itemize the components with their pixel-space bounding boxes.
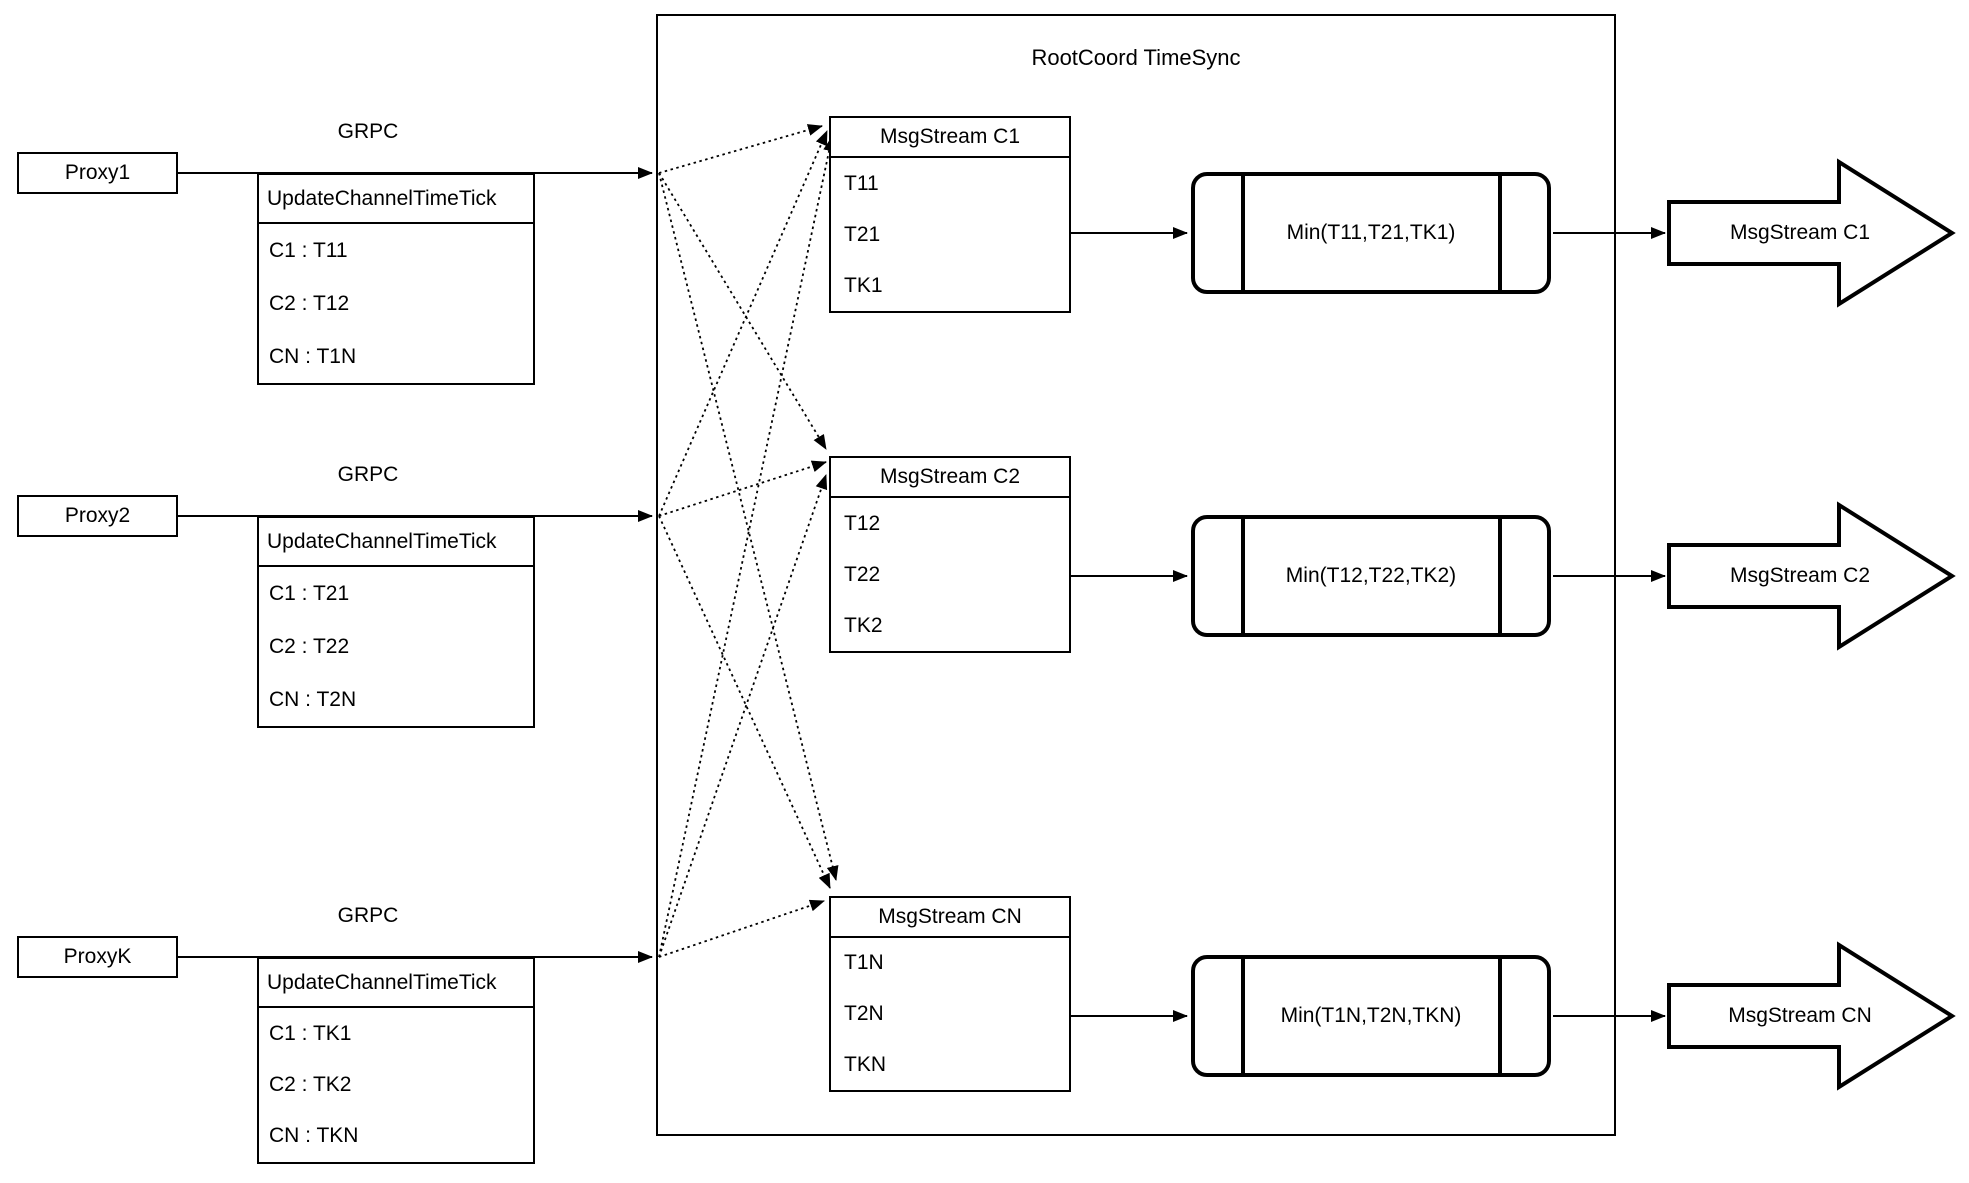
proxy-box: ProxyK [17,936,178,978]
table-row: C1 : T11 [269,238,348,262]
table-header: UpdateChannelTimeTick [259,518,533,567]
msgstream-table: MsgStream C1 T11 T21 TK1 [829,116,1071,313]
table-row: C2 : T12 [269,291,350,315]
min-box-divider [1498,519,1502,633]
msgstream-table: MsgStream C2 T12 T22 TK2 [829,456,1071,653]
table-header: MsgStream C1 [831,118,1069,158]
min-operator-box: Min(T1N,T2N,TKN) [1191,955,1551,1077]
output-arrow-label: MsgStream C2 [1729,564,1871,587]
table-row: C1 : T21 [269,581,350,605]
table-header: UpdateChannelTimeTick [259,959,533,1008]
min-box-divider [1241,176,1245,290]
rootcoord-title: RootCoord TimeSync [1031,45,1241,70]
output-arrow-shape [1667,501,1956,651]
table-row: TK2 [844,613,883,637]
table-header: MsgStream C2 [831,458,1069,498]
min-operator-box: Min(T11,T21,TK1) [1191,172,1551,294]
table-row: TK1 [844,273,883,297]
update-channel-table: UpdateChannelTimeTick C1 : T21 C2 : T22 … [257,516,535,728]
output-connectors [1553,227,1666,1022]
min-box-divider [1498,959,1502,1073]
min-box-divider [1241,959,1245,1073]
table-row: C2 : T22 [269,634,350,658]
output-arrow-label: MsgStream C1 [1729,221,1871,244]
output-arrow-shape [1667,158,1956,308]
proxy-box: Proxy1 [17,152,178,194]
min-label: Min(T1N,T2N,TKN) [1280,1004,1462,1027]
table-row: CN : T2N [269,687,357,711]
table-header: MsgStream CN [831,898,1069,938]
rootcoord-container [656,14,1616,1136]
table-row: C1 : TK1 [269,1021,352,1045]
timetick-fanout-connectors [658,124,839,958]
table-row: T1N [844,951,884,975]
table-row: T11 [844,171,879,195]
grpc-label: GRPC [337,904,399,927]
output-arrow-shapes [1667,158,1956,1091]
table-row: C2 : TK2 [269,1072,352,1096]
table-row: TKN [844,1052,886,1076]
min-box-divider [1241,519,1245,633]
min-input-connectors [1071,227,1188,1022]
table-row: T21 [844,222,881,246]
msgstream-table: MsgStream CN T1N T2N TKN [829,896,1071,1092]
update-channel-table: UpdateChannelTimeTick C1 : T11 C2 : T12 … [257,173,535,385]
update-channel-table: UpdateChannelTimeTick C1 : TK1 C2 : TK2 … [257,957,535,1164]
table-header: UpdateChannelTimeTick [259,175,533,224]
min-operator-box: Min(T12,T22,TK2) [1191,515,1551,637]
grpc-label: GRPC [337,463,399,486]
table-row: T22 [844,562,881,586]
table-row: T2N [844,1002,884,1025]
table-row: T12 [844,511,881,535]
table-row: CN : TKN [269,1124,359,1148]
min-box-divider [1498,176,1502,290]
min-label: Min(T11,T21,TK1) [1286,221,1456,244]
proxy-box: Proxy2 [17,495,178,537]
output-arrow-label: MsgStream CN [1728,1004,1872,1027]
grpc-label: GRPC [337,120,399,143]
min-label: Min(T12,T22,TK2) [1285,564,1457,587]
output-arrow-shape [1667,941,1956,1091]
table-row: CN : T1N [269,344,357,368]
